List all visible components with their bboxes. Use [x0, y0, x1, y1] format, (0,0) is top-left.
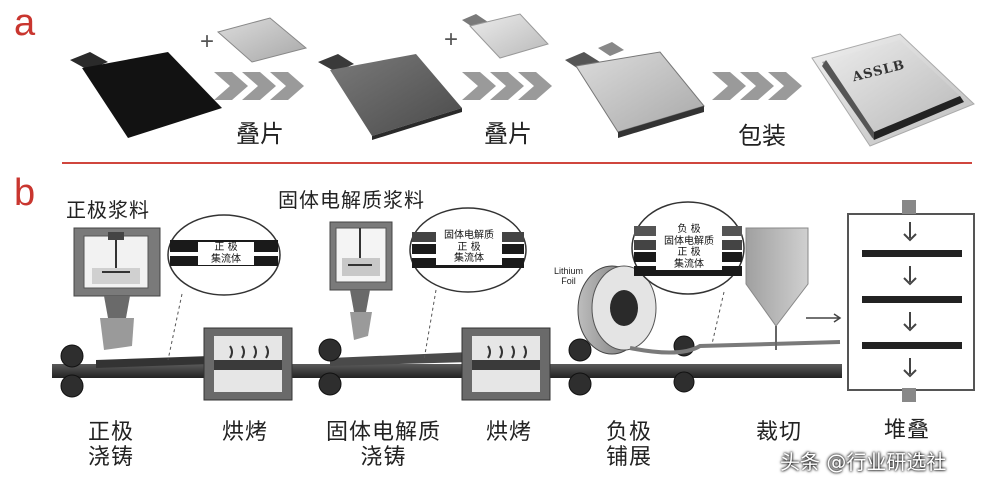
callout-3-text: 负 极 固体电解质 正 极 集流体 — [656, 224, 722, 270]
step-a-stack-1: 叠片 — [236, 120, 284, 148]
callout-2-line-1: 固体电解质 — [436, 230, 502, 242]
stacked-sheet-1 — [318, 54, 462, 140]
step-b-anode-spread: 负极 铺展 — [606, 420, 652, 471]
step-b-electrolyte-cast-line-2: 浇铸 — [360, 445, 407, 471]
process-arrow-1 — [214, 72, 304, 100]
cathode-sheet — [70, 52, 222, 138]
step-b-cathode-cast-line-2: 浇铸 — [88, 445, 135, 471]
electrolyte-casting-machine — [329, 221, 393, 340]
callout-3-line-3: 正 极 — [656, 247, 722, 259]
plus-sign-1: + — [200, 28, 215, 55]
callout-3-line-4: 集流体 — [656, 258, 722, 270]
step-b-anode-spread-line-2: 铺展 — [606, 445, 653, 471]
callout-1-line-1: 正 极 — [198, 242, 254, 254]
callout-3-line-2: 固体电解质 — [656, 235, 722, 247]
step-b-bake-2: 烘烤 — [486, 420, 532, 445]
stacking-frame — [806, 200, 975, 402]
step-b-bake-2-line-1: 烘烤 — [486, 420, 533, 445]
step-b-electrolyte-cast: 固体电解质 浇铸 — [326, 420, 441, 471]
lithium-foil-line-1: Lithium — [554, 266, 584, 276]
callout-3-line-1: 负 极 — [656, 224, 722, 236]
step-a-package: 包装 — [738, 122, 786, 150]
step-b-cut: 裁切 — [756, 420, 802, 445]
panel-b-letter: b — [14, 172, 36, 214]
electrolyte-slurry-label: 固体电解质浆料 — [278, 188, 425, 212]
callout-1-text: 正 极 集流体 — [198, 242, 254, 265]
process-arrow-3 — [712, 72, 802, 100]
cutter — [745, 227, 809, 350]
plus-sign-2: + — [444, 26, 459, 53]
step-b-cathode-cast-line-1: 正极 — [88, 420, 135, 445]
process-arrow-2 — [462, 72, 552, 100]
cathode-slurry-label: 正极浆料 — [66, 198, 150, 222]
cathode-casting-machine — [73, 227, 161, 350]
packaged-cell — [811, 33, 975, 147]
step-a-stack-2: 叠片 — [484, 120, 532, 148]
step-b-bake-1: 烘烤 — [222, 420, 268, 445]
callout-2-line-3: 集流体 — [436, 253, 502, 265]
watermark: 头条 @行业研选社 — [780, 450, 947, 474]
step-b-anode-spread-line-1: 负极 — [606, 420, 653, 445]
callout-2-text: 固体电解质 正 极 集流体 — [436, 230, 502, 265]
drying-oven-2 — [461, 327, 551, 401]
stacked-sheet-2 — [565, 42, 705, 138]
step-b-stack: 堆叠 — [884, 418, 930, 443]
callout-2-line-2: 正 极 — [436, 241, 502, 253]
callout-1-line-2: 集流体 — [198, 253, 254, 265]
conveyor-belt — [52, 352, 842, 378]
lithium-foil-line-2: Foil — [561, 276, 576, 287]
step-b-bake-1-line-1: 烘烤 — [222, 420, 269, 445]
step-b-cut-line-1: 裁切 — [756, 420, 803, 445]
step-b-cathode-cast: 正极 浇铸 — [88, 420, 134, 471]
step-b-stack-line-1: 堆叠 — [884, 418, 931, 443]
panel-a-letter: a — [14, 2, 36, 44]
step-b-electrolyte-cast-line-1: 固体电解质 — [326, 420, 442, 445]
electrolyte-sheet — [216, 17, 308, 63]
anode-sheet — [462, 13, 549, 59]
lithium-foil-label: Lithium Foil — [554, 266, 583, 287]
drying-oven-1 — [203, 327, 293, 401]
lithium-foil-roll — [577, 265, 841, 355]
